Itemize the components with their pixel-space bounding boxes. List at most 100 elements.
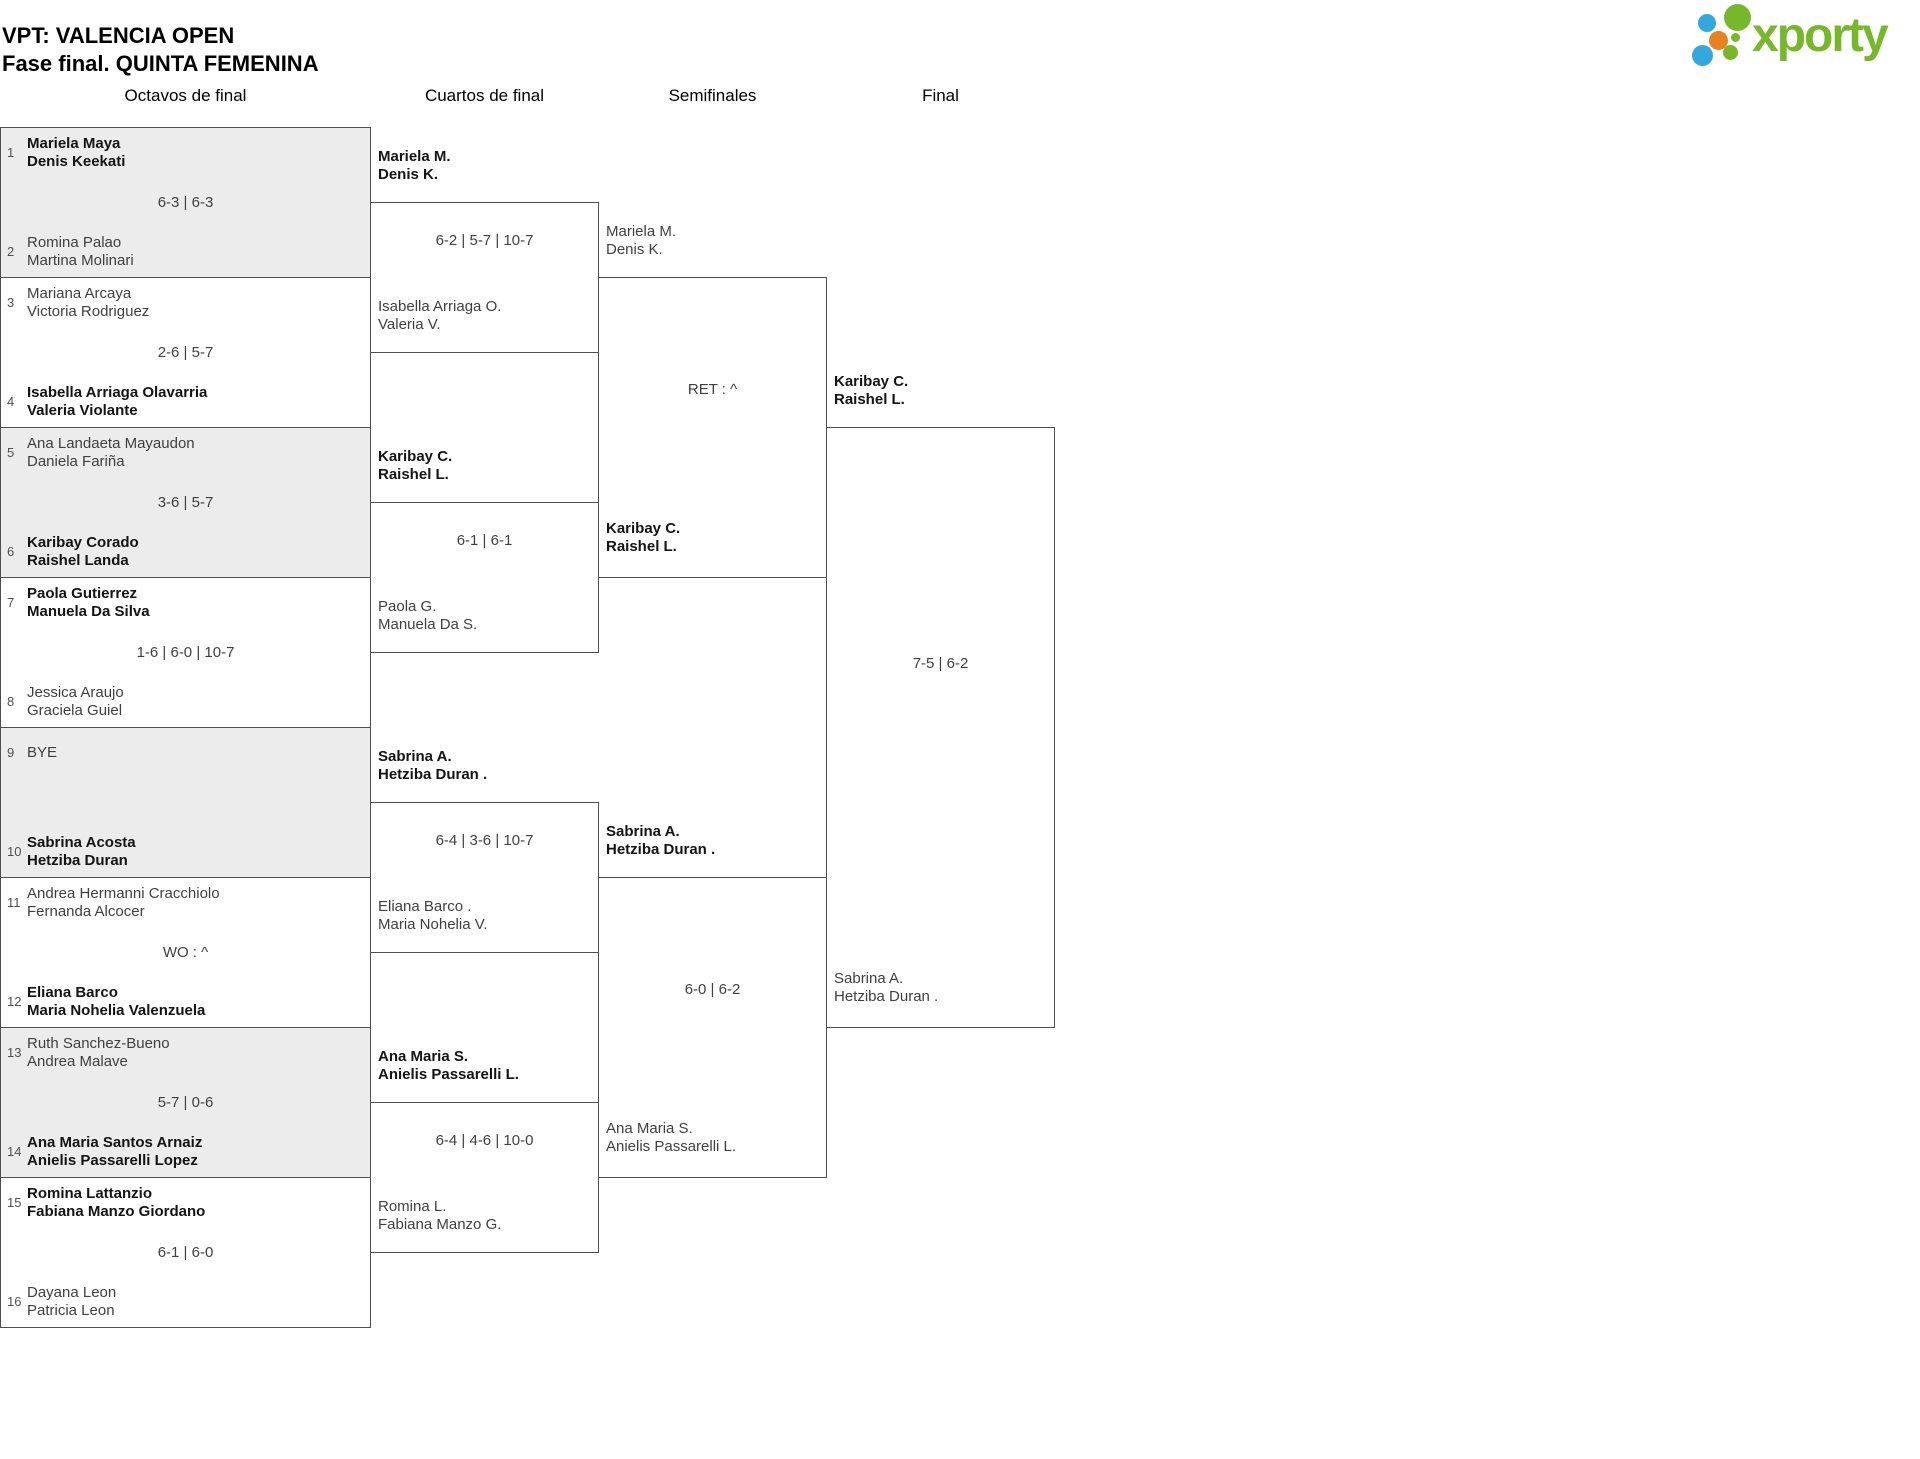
- phase-category: Fase final. QUINTA FEMENINA: [2, 51, 319, 76]
- qf4-score: 6-4 | 4-6 | 10-0: [435, 1132, 534, 1149]
- match-score: 5-7 | 0-6: [157, 1094, 214, 1111]
- seed: 5: [7, 445, 15, 460]
- r16-match-8: 15 Romina Lattanzio Fabiana Manzo Giorda…: [0, 1177, 371, 1328]
- seed: 15: [7, 1195, 22, 1210]
- team-names: Mariana Arcaya Victoria Rodriguez: [27, 285, 149, 321]
- team-names: Ana Maria Santos Arnaiz Anielis Passarel…: [27, 1134, 202, 1170]
- player-name: Isabella Arriaga O.: [378, 298, 502, 315]
- player-name: Anielis Passarelli L.: [606, 1138, 737, 1155]
- r16-match-1: 1 Mariela Maya Denis Keekati 6-3 | 6-3 2…: [0, 127, 371, 278]
- sf1-bottom-team: Karibay C. Raishel L.: [606, 520, 680, 556]
- player-name: Mariela Maya: [27, 135, 121, 152]
- match-score: 1-6 | 6-0 | 10-7: [136, 644, 235, 661]
- player-name: Karibay C.: [606, 520, 681, 537]
- player-name: Hetziba Duran .: [378, 766, 488, 783]
- r16-match-7: 13 Ruth Sanchez-Bueno Andrea Malave 5-7 …: [0, 1027, 371, 1178]
- qf3-score: 6-4 | 3-6 | 10-7: [435, 832, 534, 849]
- player-name: Maria Nohelia Valenzuela: [27, 1002, 206, 1019]
- player-name: Isabella Arriaga Olavarria: [27, 384, 208, 401]
- qf1-bottom-team: Isabella Arriaga O. Valeria V.: [378, 298, 501, 334]
- sf1-top-team: Mariela M. Denis K.: [606, 223, 676, 259]
- player-name: Paola G.: [378, 598, 437, 615]
- player-name: Romina Lattanzio: [27, 1185, 153, 1202]
- logo-wordmark[interactable]: xporty: [1752, 9, 1889, 62]
- player-name: Raishel L.: [606, 538, 677, 555]
- seed: 2: [7, 244, 15, 259]
- round-header-cuartos: Cuartos de final: [424, 86, 545, 105]
- player-name: Denis K.: [606, 241, 663, 258]
- player-name: Fernanda Alcocer: [27, 903, 145, 920]
- player-name: Victoria Rodriguez: [27, 303, 150, 320]
- player-name: Fabiana Manzo G.: [378, 1216, 502, 1233]
- r16-match-5: 9 BYE 10 Sabrina Acosta Hetziba Duran: [0, 727, 371, 878]
- qf1-top-team: Mariela M. Denis K.: [378, 148, 451, 184]
- player-name: Ana Landaeta Mayaudon: [27, 435, 195, 452]
- player-name: Sabrina A.: [834, 970, 904, 987]
- team-names: Ruth Sanchez-Bueno Andrea Malave: [27, 1035, 170, 1071]
- player-name: Manuela Da Silva: [27, 603, 150, 620]
- player-name: Valeria V.: [378, 316, 441, 333]
- logo-dot-green-large-icon: [1724, 4, 1751, 31]
- qf3-top-team: Sabrina A. Hetziba Duran .: [378, 748, 487, 784]
- qf2-top-team: Karibay C. Raishel L.: [378, 448, 452, 484]
- r16-match-3: 5 Ana Landaeta Mayaudon Daniela Fariña 3…: [0, 427, 371, 578]
- player-name: Karibay C.: [378, 448, 453, 465]
- player-name: Sabrina A.: [606, 823, 680, 840]
- team-names: Jessica Araujo Graciela Guiel: [27, 684, 124, 720]
- sf2-top-team: Sabrina A. Hetziba Duran .: [606, 823, 715, 859]
- match-score: 2-6 | 5-7: [157, 344, 214, 361]
- team-names: Mariela Maya Denis Keekati: [27, 135, 125, 171]
- player-name: Maria Nohelia V.: [378, 916, 488, 933]
- player-name: Ruth Sanchez-Bueno: [27, 1035, 170, 1052]
- team-names: Andrea Hermanni Cracchiolo Fernanda Alco…: [27, 885, 220, 921]
- seed: 1: [7, 145, 15, 160]
- round-header-octavos: Octavos de final: [124, 86, 247, 105]
- seed: 10: [7, 844, 22, 859]
- player-name: Andrea Hermanni Cracchiolo: [27, 885, 220, 902]
- seed: 11: [7, 895, 21, 910]
- match-score: 3-6 | 5-7: [157, 494, 214, 511]
- qf4-top-team: Ana Maria S. Anielis Passarelli L.: [378, 1048, 519, 1084]
- team-names: BYE: [27, 744, 57, 762]
- player-name: Romina Palao: [27, 234, 122, 251]
- player-name: Eliana Barco .: [378, 898, 472, 915]
- player-name: Denis Keekati: [27, 153, 126, 170]
- player-name: Manuela Da S.: [378, 616, 478, 633]
- logo-dot-orange-icon: [1709, 31, 1728, 50]
- seed: 8: [7, 694, 15, 709]
- logo-dot-green-tiny-icon: [1731, 33, 1740, 42]
- seed: 12: [7, 994, 22, 1009]
- player-name: Raishel L.: [378, 466, 449, 483]
- seed: 14: [7, 1144, 22, 1159]
- player-name: Graciela Guiel: [27, 702, 123, 719]
- player-name: Dayana Leon: [27, 1284, 117, 1301]
- page-title: VPT: VALENCIA OPEN Fase final. QUINTA FE…: [2, 22, 319, 78]
- team-names: Karibay Corado Raishel Landa: [27, 534, 139, 570]
- sf2-score: 6-0 | 6-2: [684, 981, 741, 998]
- round-header-semis: Semifinales: [668, 86, 757, 105]
- sf1-score: RET : ^: [687, 381, 738, 398]
- team-names: Romina Lattanzio Fabiana Manzo Giordano: [27, 1185, 205, 1221]
- qf1-score: 6-2 | 5-7 | 10-7: [435, 232, 534, 249]
- player-name: Sabrina Acosta: [27, 834, 136, 851]
- player-name: Andrea Malave: [27, 1053, 128, 1070]
- player-name: BYE: [27, 744, 58, 761]
- seed: 4: [7, 394, 15, 409]
- qf4-bottom-team: Romina L. Fabiana Manzo G.: [378, 1198, 501, 1234]
- player-name: Eliana Barco: [27, 984, 118, 1001]
- xporty-logo[interactable]: [1690, 0, 1915, 68]
- match-score: 6-3 | 6-3: [157, 194, 214, 211]
- team-names: Eliana Barco Maria Nohelia Valenzuela: [27, 984, 205, 1020]
- seed: 9: [7, 745, 15, 760]
- seed: 13: [7, 1045, 22, 1060]
- logo-dot-green-small-icon: [1723, 45, 1738, 60]
- player-name: Raishel L.: [834, 391, 905, 408]
- player-name: Patricia Leon: [27, 1302, 115, 1319]
- player-name: Romina L.: [378, 1198, 447, 1215]
- final-score: 7-5 | 6-2: [912, 655, 969, 672]
- player-name: Mariela M.: [378, 148, 451, 165]
- tournament-name: VPT: VALENCIA OPEN: [2, 23, 235, 48]
- player-name: Jessica Araujo: [27, 684, 124, 701]
- player-name: Denis K.: [378, 166, 439, 183]
